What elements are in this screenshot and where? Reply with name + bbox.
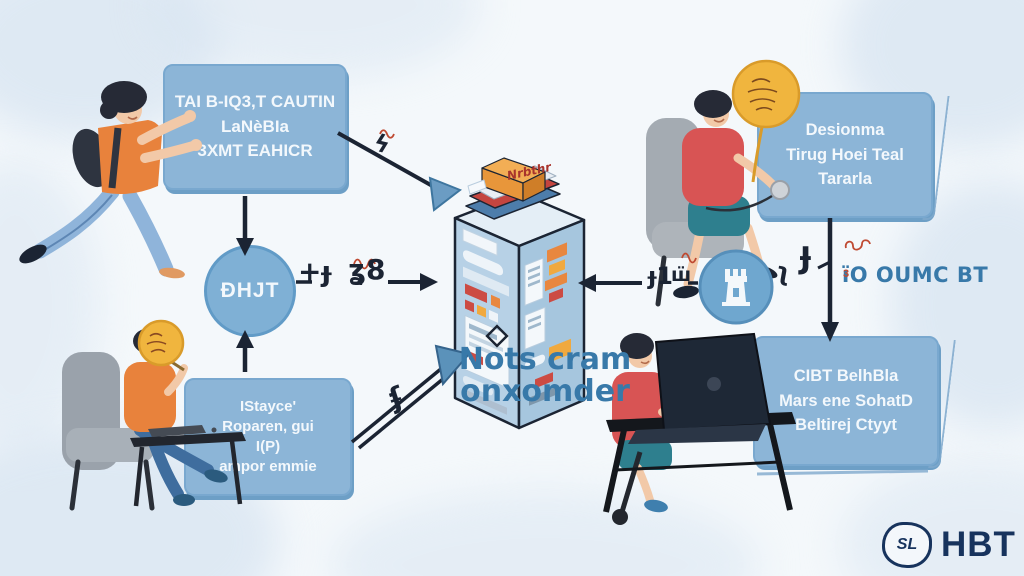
brand-logo: SL HBT bbox=[882, 522, 1024, 568]
blue-arrowhead bbox=[428, 176, 463, 212]
balloon-scribble bbox=[146, 332, 167, 353]
sandal bbox=[159, 267, 185, 279]
laptop-logo bbox=[707, 377, 721, 391]
tower-top-face bbox=[453, 191, 586, 248]
glyph-right-squiggle: ʅ bbox=[773, 256, 793, 288]
box-top-right: Desionma Tirug Hoei Teal Tararla bbox=[757, 92, 933, 218]
right-caption: ïO OUMC BT bbox=[842, 263, 989, 287]
glyph-diag-bottom: ʄ bbox=[385, 379, 407, 416]
box-line: Desionma bbox=[805, 120, 885, 139]
book-stack bbox=[465, 157, 561, 220]
center-caption-line: onxomder bbox=[460, 374, 630, 410]
box-line: Beltirej Ctyyt bbox=[795, 416, 897, 435]
center-caption-line: Nots cram bbox=[458, 342, 632, 377]
bell-tower-badge bbox=[698, 249, 774, 325]
hair bbox=[133, 328, 167, 354]
box-line: LaNèBIa bbox=[220, 116, 290, 136]
glyph-left-sha: ш̈ bbox=[671, 264, 692, 286]
head bbox=[142, 338, 166, 362]
glyph-left-tick: ɟ1 bbox=[648, 262, 673, 290]
laptop-base bbox=[628, 424, 766, 444]
balloon-sign bbox=[137, 319, 185, 367]
circle-node-label: ĐHJT bbox=[220, 279, 280, 302]
hair bbox=[694, 90, 732, 118]
tower-handwriting: Nrbthr bbox=[506, 160, 554, 183]
sign-stick bbox=[166, 357, 185, 372]
glyph-curl-eight: ʓ8 bbox=[348, 253, 386, 286]
box-bottom-left: IStayce' Roparen, gui I(P) ampor emmie bbox=[184, 378, 352, 496]
tag bbox=[467, 179, 487, 195]
armchair bbox=[646, 118, 700, 250]
box-line: Mars ene SohatD bbox=[779, 391, 913, 410]
head bbox=[703, 101, 729, 127]
center-caption: Nots cram onxomder bbox=[450, 342, 640, 410]
box-line: 3XMT EAHICR bbox=[197, 141, 313, 161]
box-line: ampor emmie bbox=[219, 457, 317, 475]
box-line: IStayce' bbox=[239, 398, 297, 416]
glyph-right-jay: Ɉ bbox=[800, 241, 812, 276]
box-bottom-right: CIBT BelhBla Mars ene SohatD Beltirej Ct… bbox=[753, 336, 939, 466]
box-line: I(P) bbox=[255, 438, 281, 455]
logo-text: HBT bbox=[941, 525, 1016, 564]
box-line: TAI B-IQ3,T CAUTIN bbox=[174, 92, 336, 112]
torso bbox=[682, 128, 744, 206]
torso bbox=[124, 362, 176, 432]
box-line: Roparen, gui bbox=[222, 418, 314, 436]
shorts bbox=[618, 440, 672, 470]
logo-badge: SL bbox=[882, 522, 932, 568]
glyph-plus-tick: +ɟ bbox=[298, 255, 332, 288]
cloud-blob bbox=[330, 490, 760, 576]
bell-tower-icon bbox=[722, 269, 750, 306]
box-line: Tirug Hoei Teal bbox=[786, 145, 904, 164]
box-top-left: TAI B-IQ3,T CAUTIN LaNèBIa 3XMT EAHICR bbox=[163, 64, 347, 190]
box-line: Tararla bbox=[818, 170, 872, 189]
shorts bbox=[688, 196, 750, 236]
cloud-blob bbox=[0, 160, 100, 450]
shoe bbox=[673, 285, 699, 299]
tiny-three-mark: 3 bbox=[843, 268, 850, 280]
glyph-diag-top: ϟ bbox=[370, 128, 393, 160]
box-line: CIBT BelhBla bbox=[793, 366, 899, 385]
logo-badge-text: SL bbox=[896, 536, 918, 553]
circle-node-dht: ĐHJT bbox=[204, 245, 296, 337]
